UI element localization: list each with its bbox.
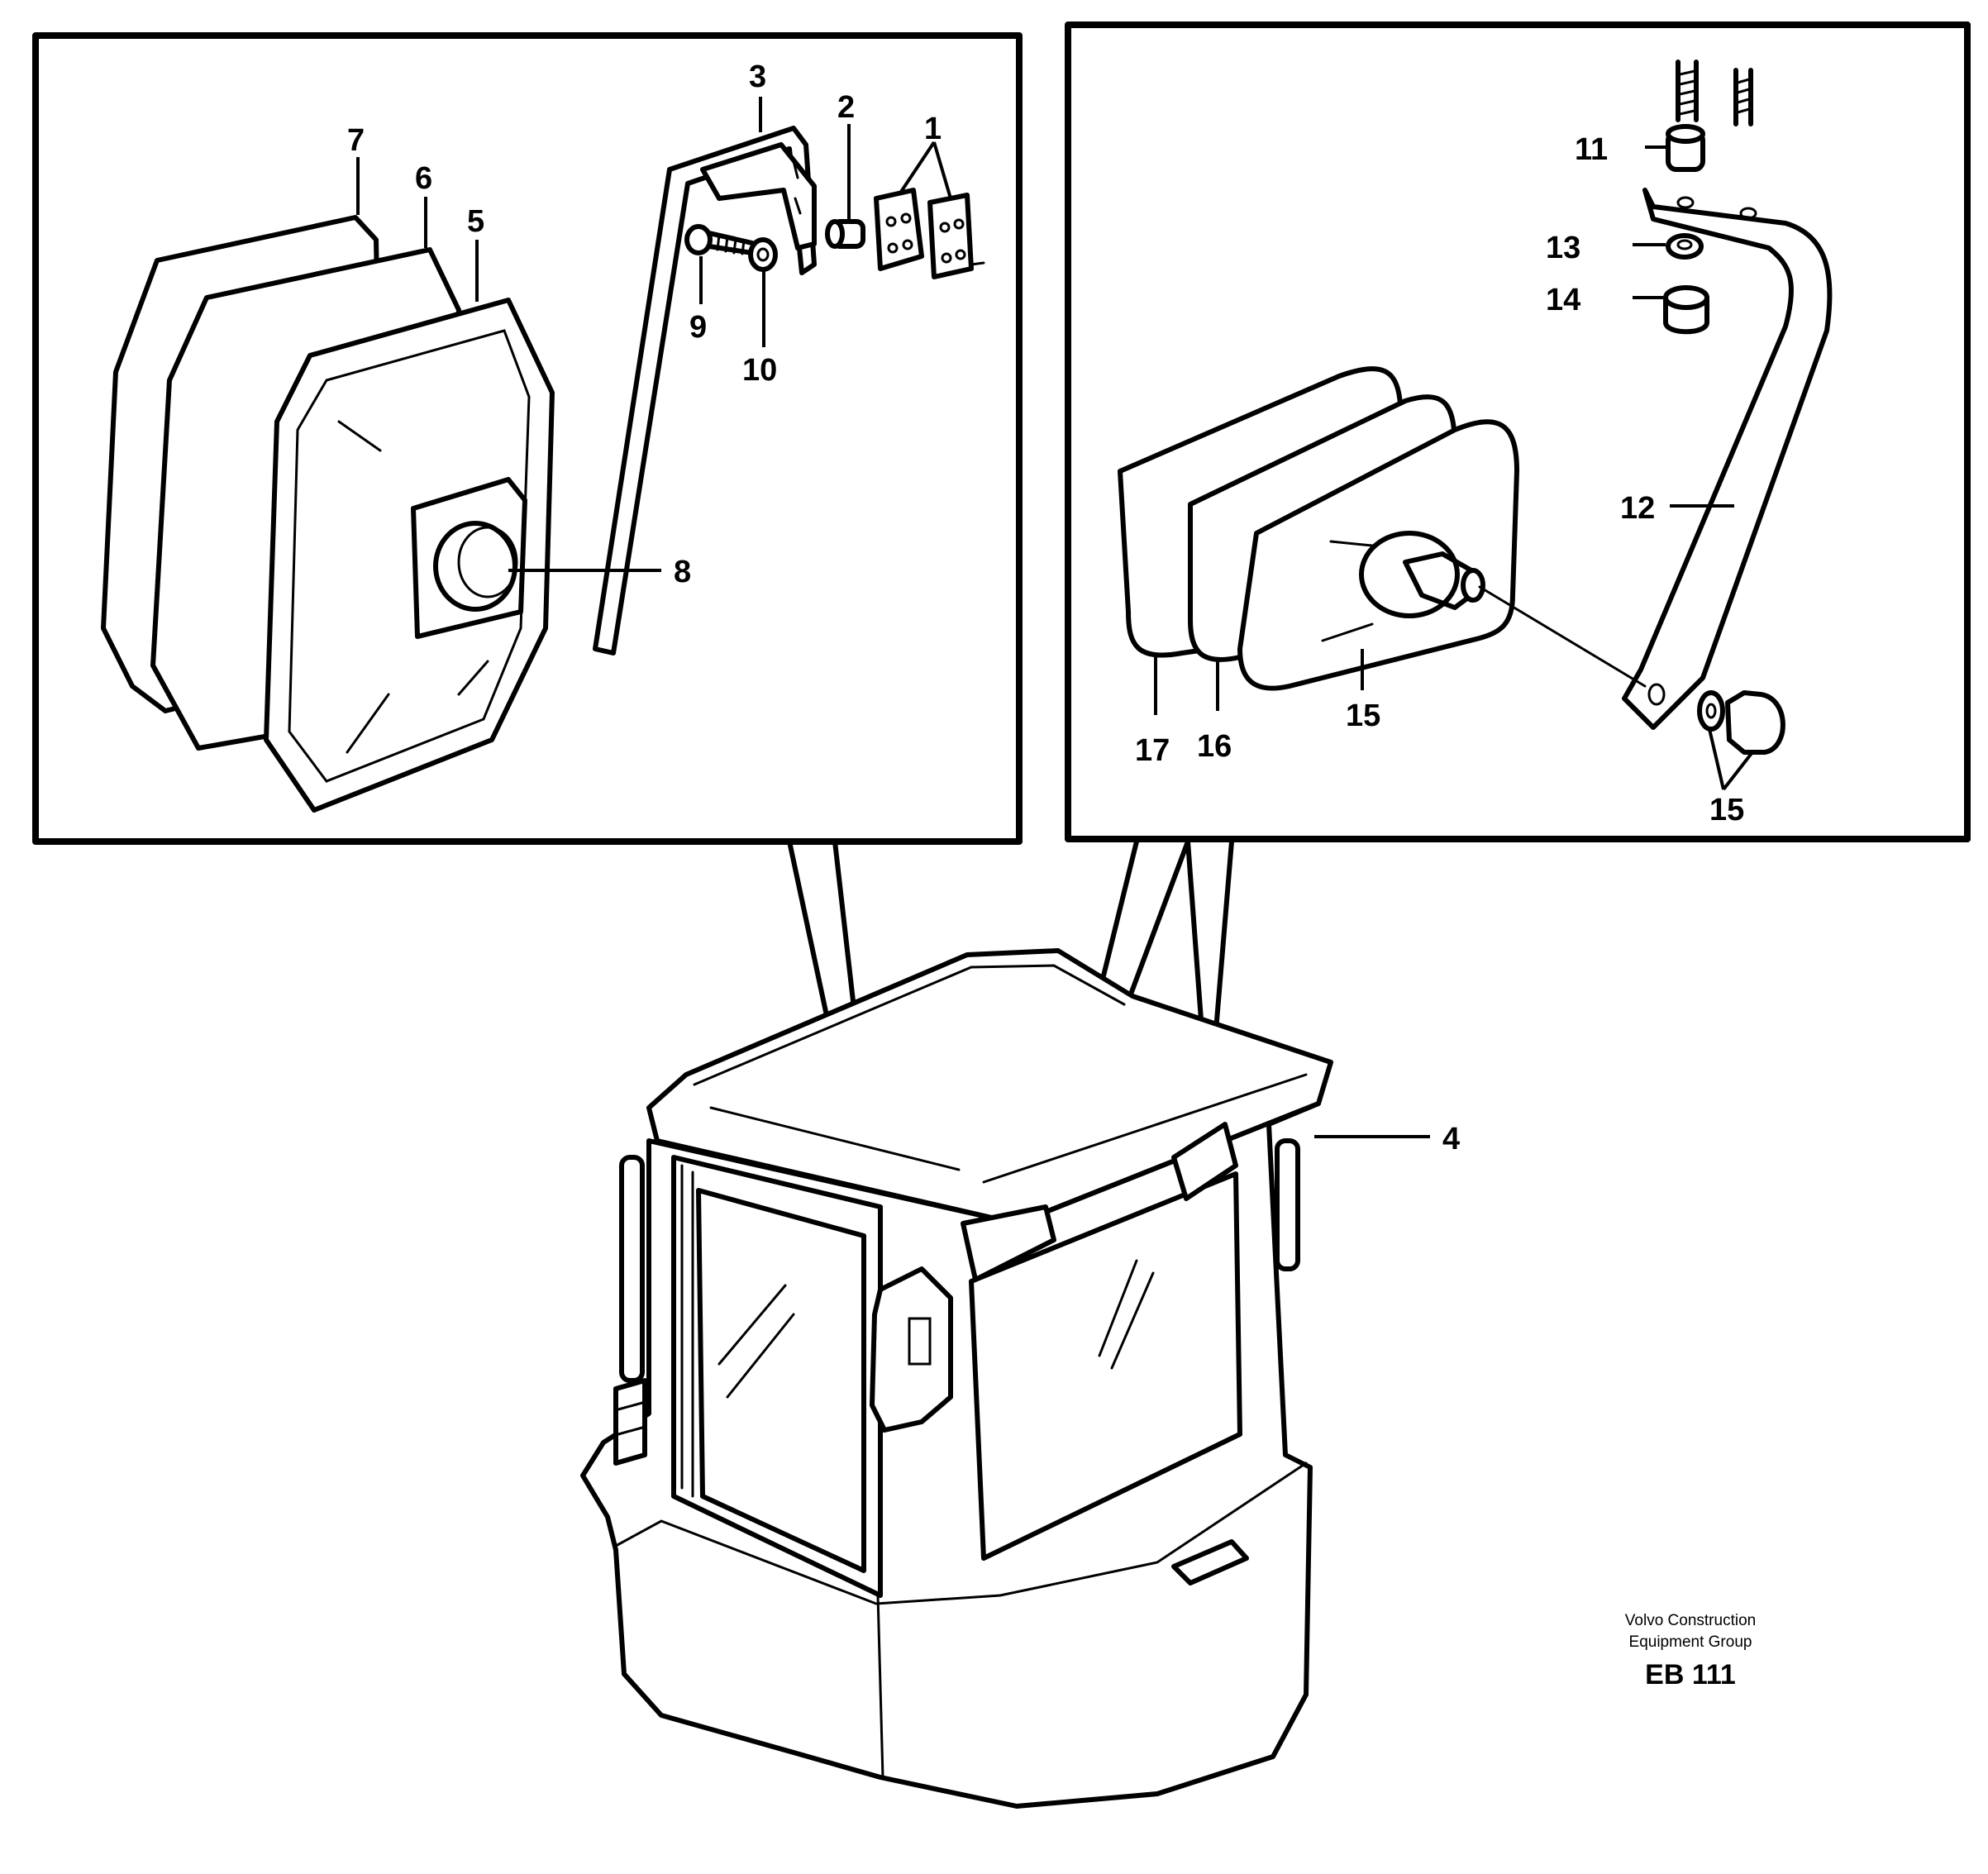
- screw-9: [684, 224, 755, 255]
- cab-mirror-right: [1171, 1122, 1238, 1201]
- cap-14: [1663, 285, 1709, 335]
- mounting-rod-3: [593, 126, 817, 656]
- caption: Volvo Construction Equipment Group EB 11…: [1625, 1612, 1756, 1690]
- drawing-code: EB 111: [1645, 1659, 1736, 1690]
- callout-label: 5: [467, 204, 484, 239]
- callout-label: 14: [1546, 283, 1580, 317]
- callout-label: 17: [1135, 733, 1170, 768]
- left-detail-panel: [32, 32, 1023, 845]
- cab-mirror-front: [961, 1204, 1056, 1282]
- mirror-glass-5: [264, 298, 555, 813]
- callout-label: 6: [415, 161, 432, 196]
- washer-13: [1666, 233, 1704, 260]
- rod-bracket: [700, 142, 817, 250]
- caption-line-1: Volvo Construction: [1625, 1612, 1756, 1629]
- callout-label: 9: [689, 310, 707, 345]
- callout-label: 10: [742, 353, 777, 388]
- callout-label: 4: [1442, 1122, 1460, 1156]
- callout-label: 7: [347, 123, 365, 158]
- cab-mirror-left: [870, 1266, 953, 1433]
- callout-label: 16: [1197, 729, 1232, 764]
- callout-label: 15: [1709, 793, 1744, 827]
- side-window: [969, 1171, 1242, 1561]
- callout-labels: 1 2 3 4 5 6 7 8 9 10 11 12 13 14 15 15 1…: [347, 60, 1744, 1156]
- callout-label: 8: [674, 555, 691, 589]
- cab-illustration: [580, 948, 1430, 1809]
- callout-label: 11: [1575, 132, 1608, 167]
- ball-joint-8: [433, 521, 518, 612]
- callout-label: 1: [924, 112, 942, 146]
- callout-label: 15: [1346, 699, 1380, 733]
- washer-10: [748, 237, 778, 272]
- callout-label: 2: [837, 90, 855, 125]
- caption-line-2: Equipment Group: [1629, 1633, 1752, 1651]
- callout-label: 3: [749, 60, 766, 94]
- clamp-blocks-1: [874, 188, 985, 279]
- spacer-2: [825, 219, 865, 249]
- mirror-arm-12: [1622, 188, 1833, 730]
- threaded-stud: [1676, 60, 1753, 126]
- door-window: [696, 1188, 866, 1573]
- nut-11: [1666, 124, 1705, 172]
- callout-label: 13: [1546, 231, 1580, 265]
- right-detail-panel: [1065, 21, 1971, 842]
- callout-label: 12: [1620, 491, 1655, 526]
